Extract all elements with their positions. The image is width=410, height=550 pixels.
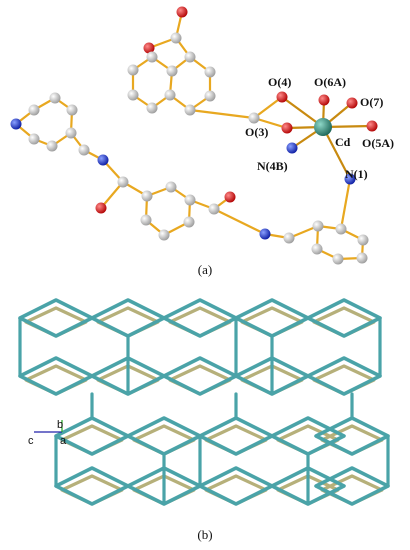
carbon-atom — [28, 133, 40, 145]
bond — [339, 177, 352, 231]
axis-a-label: a — [60, 435, 67, 447]
panel-a-label: (a) — [198, 262, 212, 277]
label-o3: O(3) — [245, 125, 268, 139]
network-loop — [270, 466, 346, 506]
oxygen-atom — [95, 202, 107, 214]
carbon-atom — [204, 90, 216, 102]
carbon-atom — [140, 214, 152, 226]
carbon-atom — [146, 51, 158, 63]
oxygen-atom — [366, 120, 378, 132]
carbon-atom — [183, 216, 195, 228]
carbon-atom — [335, 223, 347, 235]
label-o7: O(7) — [360, 95, 383, 109]
carbon-atom — [127, 89, 139, 101]
carbon-atom — [164, 89, 176, 101]
oxygen-atom — [281, 122, 293, 134]
carbon-atom — [46, 140, 58, 152]
carbon-atom — [332, 253, 344, 265]
oxygen-atom — [143, 42, 155, 54]
axis-indicator: b c a — [28, 419, 67, 447]
nitrogen-atom — [344, 173, 356, 185]
label-o4: O(4) — [268, 75, 291, 89]
carbon-atom — [117, 176, 129, 188]
carbon-atom — [166, 65, 178, 77]
bond — [252, 95, 284, 120]
network-loop — [90, 298, 166, 338]
bond — [99, 180, 125, 210]
bond — [212, 207, 267, 236]
oxygen-atom — [224, 191, 236, 203]
oxygen-atom — [346, 97, 358, 109]
carbon-atom — [356, 252, 368, 264]
carbon-atom — [28, 104, 40, 116]
carbon-atom — [165, 181, 177, 193]
label-cd: Cd — [335, 135, 351, 149]
carbon-atom — [66, 104, 78, 116]
nitrogen-atom — [97, 154, 109, 166]
carbon-atom — [141, 190, 153, 202]
axis-b-label: b — [57, 419, 63, 431]
network-loop — [234, 298, 310, 338]
label-n1: N(1) — [345, 167, 368, 181]
oxygen-atom — [276, 91, 288, 103]
carbon-atom — [204, 66, 216, 78]
carbon-atom — [146, 102, 158, 114]
cadmium-atom — [314, 118, 332, 136]
carbon-atom — [49, 92, 61, 104]
carbon-atom — [158, 229, 170, 241]
carbon-atom — [357, 234, 369, 246]
atoms — [10, 6, 378, 265]
panel-b-label: (b) — [197, 527, 212, 542]
carbon-atom — [184, 194, 196, 206]
nitrogen-atom — [259, 228, 271, 240]
label-o5a: O(5A) — [362, 136, 394, 150]
carbon-atom — [127, 64, 139, 76]
oxygen-atom — [318, 94, 330, 106]
label-n4b: N(4B) — [257, 159, 288, 173]
bond — [252, 116, 289, 130]
oxygen-atom — [176, 6, 188, 18]
carbon-atom — [248, 112, 260, 124]
nitrogen-atom — [10, 118, 22, 130]
carbon-atom — [311, 243, 323, 255]
label-o6a: O(6A) — [314, 75, 346, 89]
axis-c-label: c — [28, 435, 34, 447]
panel-a-molecule: O(4) O(6A) O(7) O(3) Cd O(5A) N(4B) N(1)… — [10, 6, 394, 277]
carbon-atom — [208, 203, 220, 215]
carbon-atom — [283, 232, 295, 244]
coordination-bond — [321, 125, 352, 181]
carbon-atom — [65, 127, 77, 139]
network-loop — [270, 416, 346, 456]
network-loop — [234, 356, 310, 396]
panel-b-network: b c a (b) — [18, 298, 390, 542]
carbon-atom — [184, 51, 196, 63]
nitrogen-atom — [286, 142, 298, 154]
carbon-atom — [184, 104, 196, 116]
interwoven-network — [18, 298, 390, 506]
network-loop — [90, 356, 166, 396]
bond — [188, 108, 256, 120]
carbon-atom — [312, 220, 324, 232]
carbon-atom — [78, 144, 90, 156]
carbon-atom — [170, 32, 182, 44]
